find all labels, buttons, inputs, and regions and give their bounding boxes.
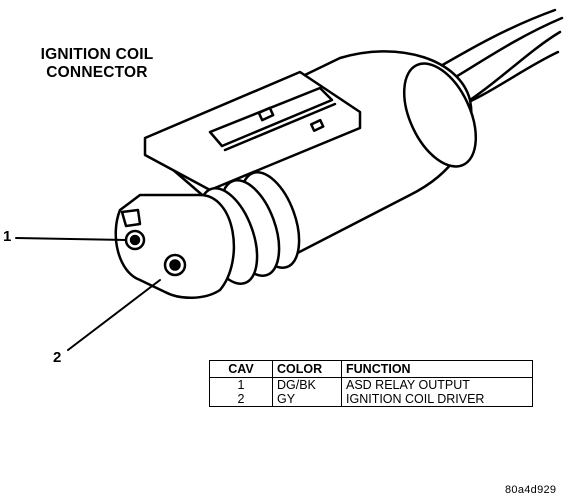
diagram-title: IGNITION COIL CONNECTOR [22,46,172,82]
header-color: COLOR [272,360,342,378]
callout-1: 1 [3,228,12,245]
table-row: 2 GY IGNITION COIL DRIVER [209,392,533,407]
leader-1 [15,237,127,241]
cell-function: ASD RELAY OUTPUT [341,377,533,392]
header-cav: CAV [209,360,273,378]
callout-2: 2 [53,349,62,366]
latch [143,70,362,192]
face-key [120,208,142,228]
latch-slot [223,102,337,152]
title-line-1: IGNITION COIL [40,46,154,63]
cell-color: DG/BK [272,377,342,392]
body-end [402,62,478,168]
title-line-2: CONNECTOR [46,64,148,81]
figure-id: 80a4d929 [505,484,557,496]
cell-cav: 1 [209,377,273,392]
table-header-row: CAV COLOR FUNCTION [209,360,533,378]
connector-face [114,193,235,299]
latch-slot [208,86,334,148]
cell-cav: 2 [209,392,273,407]
header-function: FUNCTION [341,360,533,378]
leader-2 [67,279,161,351]
cell-function: IGNITION COIL DRIVER [341,392,533,407]
wire [468,30,562,102]
cavity-table: CAV COLOR FUNCTION 1 DG/BK ASD RELAY OUT… [209,360,533,407]
table-row: 1 DG/BK ASD RELAY OUTPUT [209,377,533,392]
cell-color: GY [272,392,342,407]
